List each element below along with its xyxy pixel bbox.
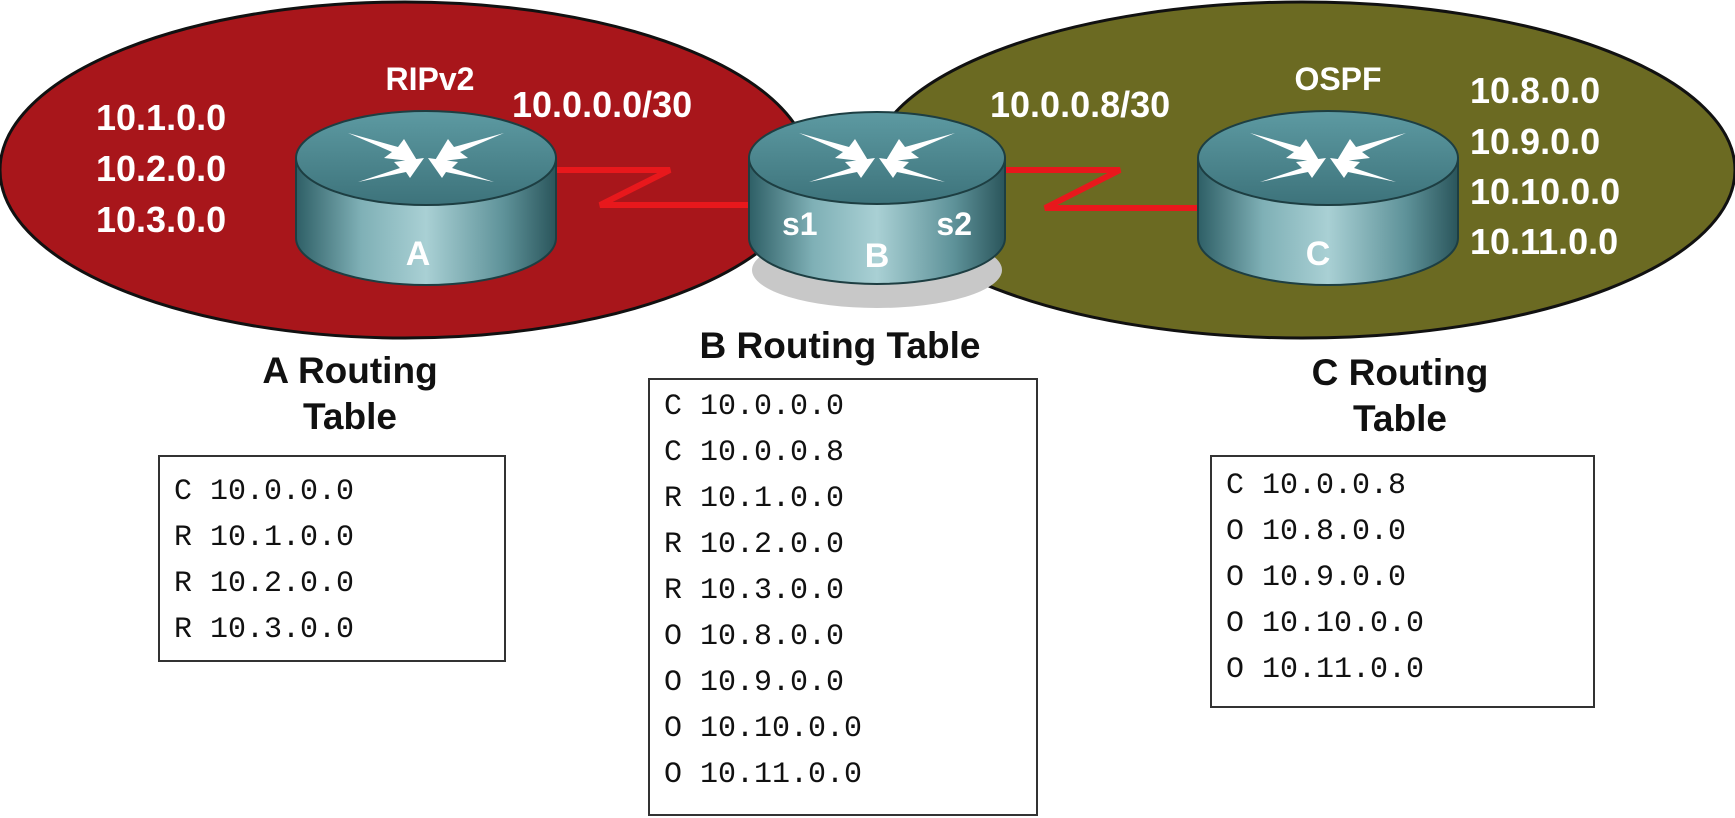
b-routing-table: C 10.0.0.0 C 10.0.0.8 R 10.1.0.0 R 10.2.… [648,378,1038,816]
table-row: R 10.3.0.0 [664,574,845,608]
table-row: R 10.3.0.0 [174,613,355,647]
network-c-2: 10.9.0.0 [1470,121,1600,162]
table-row: C 10.0.0.0 [174,475,355,509]
router-b[interactable]: B s1 s2 [748,111,1006,308]
b-routing-table-title-line1: B Routing Table [699,325,981,366]
router-c-label: C [1306,235,1331,273]
c-routing-table-title-line2: Table [1353,398,1447,439]
network-a-3: 10.3.0.0 [96,199,226,240]
router-a-label: A [406,235,431,273]
interface-s1-label: s1 [782,206,818,242]
rip-domain-label: RIPv2 [386,61,475,97]
link-bc-subnet: 10.0.0.8/30 [990,84,1170,125]
interface-s2-label: s2 [936,206,972,242]
table-row: O 10.8.0.0 [664,620,845,654]
router-c[interactable]: C [1197,110,1459,286]
c-routing-table: C 10.0.0.8 O 10.8.0.0 O 10.9.0.0 O 10.10… [1210,455,1595,708]
router-a[interactable]: A [295,110,557,286]
table-row: R 10.2.0.0 [664,528,845,562]
table-row: R 10.2.0.0 [174,567,355,601]
network-a-1: 10.1.0.0 [96,97,226,138]
network-c-1: 10.8.0.0 [1470,70,1600,111]
table-row: C 10.0.0.0 [664,390,845,424]
b-routing-table-title: B Routing Table [640,323,1040,369]
network-c-4: 10.11.0.0 [1470,221,1618,262]
network-c-3: 10.10.0.0 [1470,171,1620,212]
router-icon [295,110,557,286]
table-row: R 10.1.0.0 [174,521,355,555]
table-row: O 10.8.0.0 [1226,515,1407,549]
network-a-2: 10.2.0.0 [96,148,226,189]
table-row: C 10.0.0.8 [1226,469,1407,503]
table-row: O 10.11.0.0 [664,758,863,792]
table-row: C 10.0.0.8 [664,436,845,470]
a-routing-table: C 10.0.0.0 R 10.1.0.0 R 10.2.0.0 R 10.3.… [158,455,506,662]
table-row: O 10.9.0.0 [664,666,845,700]
ospf-domain-label: OSPF [1294,61,1381,97]
networks-a-list: 10.1.0.0 10.2.0.0 10.3.0.0 [96,97,226,240]
c-routing-table-title-line1: C Routing [1311,352,1489,393]
router-icon [748,111,1006,308]
c-routing-table-title: C Routing Table [1230,350,1570,442]
a-routing-table-title-line2: Table [303,396,397,437]
table-row: R 10.1.0.0 [664,482,845,516]
table-row: O 10.9.0.0 [1226,561,1407,595]
table-row: O 10.10.0.0 [1226,607,1425,641]
table-row: O 10.11.0.0 [1226,653,1425,687]
serial-link-ab [556,167,750,208]
table-row: O 10.10.0.0 [664,712,863,746]
router-icon [1197,110,1459,286]
a-routing-table-title-line1: A Routing [262,350,438,391]
a-routing-table-title: A Routing Table [180,348,520,440]
link-ab-subnet: 10.0.0.0/30 [512,84,692,125]
serial-link-bc [990,167,1200,211]
networks-c-list: 10.8.0.0 10.9.0.0 10.10.0.0 10.11.0.0 [1470,70,1620,262]
router-b-label: B [865,237,890,275]
